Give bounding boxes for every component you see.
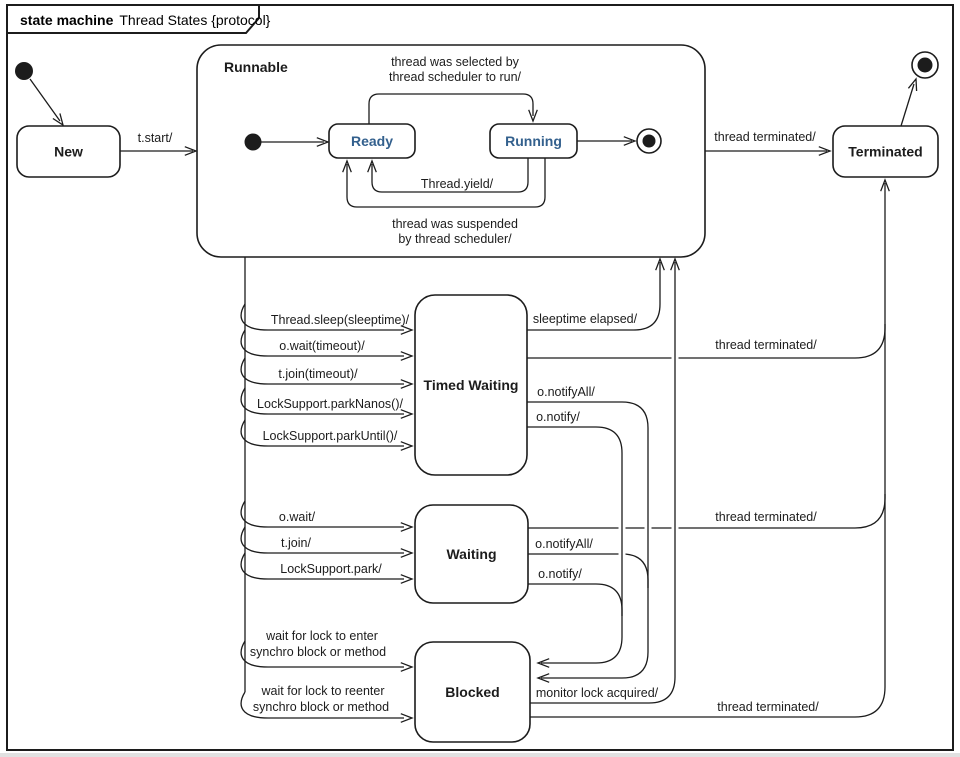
transition-runnable-to-terminated-label: thread terminated/ bbox=[714, 130, 816, 144]
arrowhead-icon bbox=[316, 137, 330, 147]
transition-b-terminated-path bbox=[530, 183, 886, 718]
transition-wait-lock-reenter-label: wait for lock to reenter bbox=[261, 684, 385, 698]
diagram-frame bbox=[6, 4, 954, 751]
state-terminated-label: Terminated bbox=[848, 144, 922, 160]
transition-t-join-timeout-label: t.join(timeout)/ bbox=[278, 367, 358, 381]
state-ready bbox=[328, 123, 416, 159]
transition-wait-lock-enter-path bbox=[240, 640, 404, 668]
arrowhead-icon bbox=[400, 351, 414, 361]
arrowhead-icon bbox=[400, 713, 414, 723]
final-state-marker-runnable-dot bbox=[642, 134, 656, 148]
transition-tw-terminated-label: thread terminated/ bbox=[715, 338, 817, 352]
arrowhead-icon bbox=[367, 159, 377, 173]
transition-tw-notify-label: o.notify/ bbox=[536, 410, 580, 424]
transition-selected-by-scheduler-label: thread was selected by bbox=[391, 55, 520, 69]
transition-wait-lock-reenter-label: synchro block or method bbox=[253, 700, 389, 714]
state-ready-label: Ready bbox=[351, 133, 393, 149]
transition-w-notify-label: o.notify/ bbox=[538, 567, 582, 581]
arrowhead-icon bbox=[400, 662, 414, 672]
state-terminated bbox=[832, 125, 939, 178]
state-waiting-label: Waiting bbox=[446, 546, 496, 562]
transition-t-join-timeout-path bbox=[240, 357, 404, 385]
state-new-label: New bbox=[54, 144, 83, 160]
transition-park-nanos-label: LockSupport.parkNanos()/ bbox=[257, 397, 403, 411]
arrowhead-icon bbox=[818, 146, 832, 156]
transition-tw-notifyall-path bbox=[527, 401, 649, 679]
transition-sleeptime-elapsed-label: sleeptime elapsed/ bbox=[533, 312, 638, 326]
transition-o-wait-timeout-path bbox=[240, 329, 404, 357]
transition-selected-by-scheduler-path bbox=[368, 93, 534, 124]
transition-thread-sleep-path bbox=[240, 303, 404, 331]
arrowhead-icon bbox=[655, 257, 665, 271]
final-state-marker-main-dot bbox=[917, 57, 933, 73]
transition-suspended-by-scheduler-path bbox=[346, 158, 546, 208]
arrowhead-icon bbox=[400, 574, 414, 584]
arrowhead-icon bbox=[52, 113, 65, 127]
transition-thread-sleep-label: Thread.sleep(sleeptime)/ bbox=[271, 313, 410, 327]
arrowhead-icon bbox=[400, 325, 414, 335]
transition-thread-yield-label: Thread.yield/ bbox=[421, 177, 494, 191]
transition-wait-lock-reenter-path bbox=[240, 691, 404, 719]
arrowhead-icon bbox=[400, 522, 414, 532]
transition-t-join-path bbox=[240, 526, 404, 554]
state-timed-waiting bbox=[414, 294, 528, 476]
arrowhead-icon bbox=[400, 409, 414, 419]
transition-terminated-to-final-path bbox=[900, 83, 915, 127]
transition-initial-to-new-path bbox=[29, 78, 61, 122]
arrowhead-icon bbox=[907, 77, 918, 92]
transition-w-notifyall-label: o.notifyAll/ bbox=[535, 537, 593, 551]
arrowhead-icon bbox=[623, 136, 637, 146]
transition-suspended-by-scheduler-label: by thread scheduler/ bbox=[398, 232, 512, 246]
state-running bbox=[489, 123, 578, 159]
transition-tw-notify-path bbox=[527, 426, 623, 664]
transition-t-start-label: t.start/ bbox=[138, 131, 173, 145]
arrowhead-icon bbox=[880, 178, 890, 192]
state-running-label: Running bbox=[505, 133, 562, 149]
state-timed-waiting-label: Timed Waiting bbox=[424, 377, 519, 393]
transition-park-until-path bbox=[240, 419, 404, 447]
transition-locksupport-park-path bbox=[240, 552, 404, 580]
transition-wait-lock-enter-label: synchro block or method bbox=[250, 645, 386, 659]
transition-park-until-label: LockSupport.parkUntil()/ bbox=[263, 429, 398, 443]
state-new bbox=[16, 125, 121, 178]
transition-park-nanos-path bbox=[240, 387, 404, 415]
transition-o-wait-label: o.wait/ bbox=[279, 510, 316, 524]
transition-b-terminated-label: thread terminated/ bbox=[717, 700, 819, 714]
state-waiting bbox=[414, 504, 529, 604]
initial-state-marker-runnable bbox=[244, 133, 262, 151]
arrowhead-icon bbox=[528, 109, 538, 123]
diagram-title-tab bbox=[6, 4, 260, 34]
transition-wait-lock-enter-label: wait for lock to enter bbox=[265, 629, 378, 643]
transition-tw-notifyall-label: o.notifyAll/ bbox=[537, 385, 595, 399]
arrowhead-icon bbox=[400, 441, 414, 451]
transition-sleeptime-elapsed-path bbox=[527, 262, 661, 331]
transition-monitor-lock-acquired-path bbox=[530, 262, 676, 704]
state-runnable-label: Runnable bbox=[224, 59, 288, 75]
arrowhead-icon bbox=[400, 548, 414, 558]
transition-selected-by-scheduler-label: thread scheduler to run/ bbox=[389, 70, 522, 84]
initial-state-marker bbox=[15, 62, 33, 80]
transition-t-join-label: t.join/ bbox=[281, 536, 311, 550]
transition-o-wait-path bbox=[240, 500, 404, 528]
arrowhead-icon bbox=[400, 379, 414, 389]
state-blocked bbox=[414, 641, 531, 743]
arrowhead-icon bbox=[670, 257, 680, 271]
arrowhead-icon bbox=[184, 146, 198, 156]
transition-monitor-lock-acquired-label: monitor lock acquired/ bbox=[536, 686, 659, 700]
arrowhead-icon bbox=[342, 159, 352, 173]
transition-thread-yield-path bbox=[371, 158, 529, 193]
arrowhead-icon bbox=[536, 658, 550, 668]
transition-locksupport-park-label: LockSupport.park/ bbox=[280, 562, 382, 576]
transition-suspended-by-scheduler-label: thread was suspended bbox=[392, 217, 518, 231]
state-blocked-label: Blocked bbox=[445, 684, 499, 700]
window-bottom-strip bbox=[0, 753, 960, 757]
arrowhead-icon bbox=[536, 673, 550, 683]
transition-o-wait-timeout-label: o.wait(timeout)/ bbox=[279, 339, 365, 353]
transition-w-terminated-label: thread terminated/ bbox=[715, 510, 817, 524]
